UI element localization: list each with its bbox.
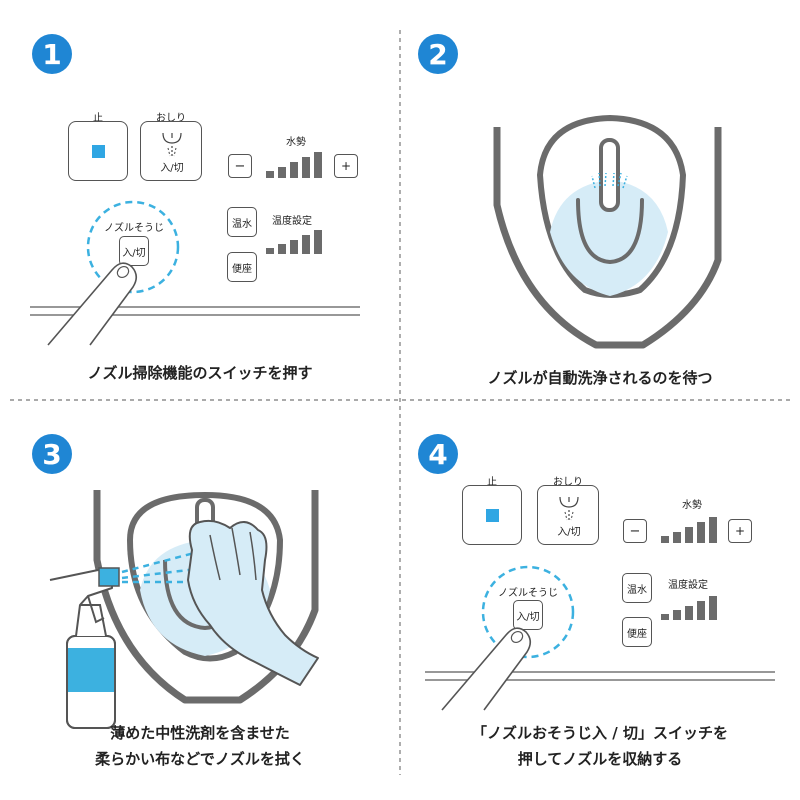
stop-icon (485, 508, 499, 522)
nozzle-clean-label: ノズルそうじ (104, 223, 164, 234)
step-1-panel: 1 止 おしり 入/切 水勢 − + 温度設定 温水 便座 ノズルそう (0, 0, 400, 400)
toilet-seat-button[interactable]: 便座 (622, 617, 652, 647)
step-2-panel: 2 ノズルが自動洗浄されるのを待つ (400, 0, 800, 400)
oshiri-button[interactable]: 入/切 (140, 121, 202, 181)
temp-bars (661, 596, 717, 620)
water-minus-button[interactable]: − (228, 154, 252, 178)
caption-line: 「ノズルおそうじ入 / 切」スイッチを (472, 724, 728, 742)
step-number: 1 (32, 34, 72, 74)
caption-line: 押してノズルを収納する (517, 750, 683, 768)
caption-line: ノズルが自動洗浄されるのを待つ (487, 369, 713, 387)
finger-icon (47, 262, 138, 346)
bidet-icon (162, 132, 182, 158)
water-pressure-label: 水勢 (286, 137, 306, 148)
temp-setting-label: 温度設定 (272, 216, 312, 227)
water-plus-button[interactable]: + (728, 519, 752, 543)
oshiri-button[interactable]: 入/切 (537, 485, 599, 545)
stop-button[interactable] (462, 485, 522, 545)
spray-bottle-icon (49, 567, 120, 729)
toilet-seat-button[interactable]: 便座 (227, 252, 257, 282)
nozzle-onoff-button[interactable]: 入/切 (119, 236, 149, 266)
bidet-icon (559, 496, 579, 522)
stop-icon (91, 144, 105, 158)
water-pressure-label: 水勢 (682, 500, 702, 511)
oshiri-onoff-label: 入/切 (557, 527, 581, 538)
oshiri-label: おしり (553, 477, 583, 488)
caption-line: 薄めた中性洗剤を含ませた (110, 724, 290, 742)
water-pressure-bars (661, 517, 717, 543)
nozzle-onoff-button[interactable]: 入/切 (513, 600, 543, 630)
stop-label: 止 (93, 113, 103, 124)
finger-icon (441, 627, 532, 711)
step-caption: ノズル掃除機能のスイッチを押す (0, 360, 400, 386)
water-pressure-bars (266, 152, 322, 178)
caption-line: ノズル掃除機能のスイッチを押す (87, 364, 313, 382)
step-4-panel: 4 止 おしり 入/切 水勢 − + 温度設定 温水 便座 ノズルそう (400, 400, 800, 800)
step-caption: 「ノズルおそうじ入 / 切」スイッチを 押してノズルを収納する (400, 720, 800, 772)
step-3-panel: 3 (0, 400, 400, 800)
toilet-bowl-illustration (493, 114, 722, 349)
water-plus-button[interactable]: + (334, 154, 358, 178)
step-number: 2 (418, 34, 458, 74)
stop-button[interactable] (68, 121, 128, 181)
wipe-nozzle-illustration (49, 490, 319, 729)
gloved-hand-icon (187, 519, 319, 686)
step-caption: ノズルが自動洗浄されるのを待つ (400, 365, 800, 391)
step-caption: 薄めた中性洗剤を含ませた 柔らかい布などでノズルを拭く (0, 720, 400, 772)
oshiri-onoff-label: 入/切 (160, 163, 184, 174)
nozzle-clean-label: ノズルそうじ (498, 588, 558, 599)
warm-water-button[interactable]: 温水 (622, 573, 652, 603)
oshiri-label: おしり (156, 113, 186, 124)
temp-setting-label: 温度設定 (668, 580, 708, 591)
step-number: 4 (418, 434, 458, 474)
caption-line: 柔らかい布などでノズルを拭く (95, 750, 305, 768)
water-minus-button[interactable]: − (623, 519, 647, 543)
warm-water-button[interactable]: 温水 (227, 207, 257, 237)
temp-bars (266, 230, 322, 254)
stop-label: 止 (487, 477, 497, 488)
step-number: 3 (32, 434, 72, 474)
